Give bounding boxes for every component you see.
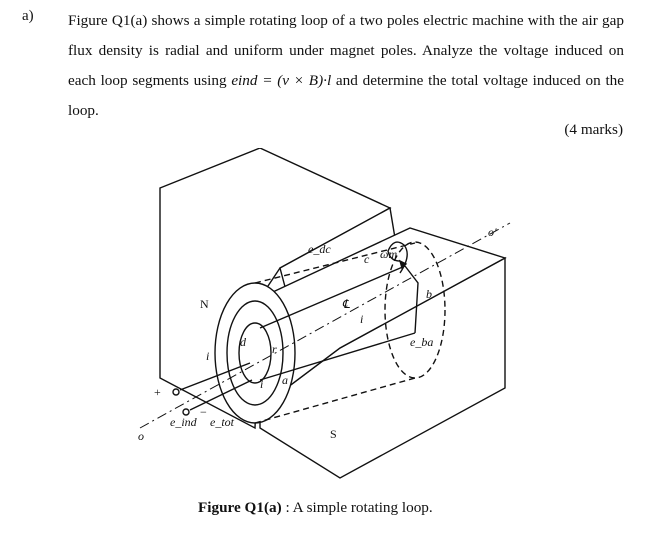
marks-label: (4 marks) [564, 121, 623, 138]
question-equation: eind = (v × B)·l [231, 72, 332, 89]
loop-bottom-conductor [259, 332, 416, 381]
figure-caption: Figure Q1(a) : A simple rotating loop. [198, 499, 433, 517]
o-label: o [138, 429, 144, 443]
question-text-before: Figure Q1(a) shows a simple rotating loo… [68, 12, 624, 89]
rotor-hub [238, 322, 272, 384]
current-top-label: i [360, 312, 363, 326]
a-label: a [282, 373, 288, 387]
current-mid-label: i [206, 349, 209, 363]
e-ind-label: e_ind [170, 415, 198, 429]
r-label: r [272, 342, 277, 356]
rotating-loop-figure: N S e_dc c ωm b ℄ i e_ba d r i i a o′ o … [110, 147, 530, 488]
north-label: N [200, 297, 209, 311]
omega-label: ωm [380, 247, 397, 261]
question-text: Figure Q1(a) shows a simple rotating loo… [68, 6, 624, 126]
loop-top-conductor [259, 265, 406, 329]
south-label: S [330, 427, 337, 441]
question-text-after: and determine the total voltage induced … [68, 72, 624, 119]
question-label: a) [22, 8, 34, 24]
plus-label: + [154, 385, 161, 399]
caption-rest: : A simple rotating loop. [281, 499, 433, 516]
rotating-loop-diagram: N S e_dc c ωm b ℄ i e_ba d r i i a o′ o … [138, 147, 511, 479]
current-low-label: i [260, 377, 263, 391]
terminal-minus [182, 408, 190, 416]
rotor-bottom-edge [254, 377, 416, 424]
rotor-top-edge [254, 242, 416, 284]
terminal-plus [172, 388, 180, 396]
o-prime-label: o′ [488, 225, 497, 239]
rotation-arrow [387, 241, 408, 274]
lead-minus [189, 379, 253, 411]
e-tot-label: e_tot [210, 415, 235, 429]
axis-label: ℄ [342, 297, 350, 311]
rotor-inner-ring [226, 300, 284, 406]
loop-end-bc [404, 265, 419, 334]
caption-bold: Figure Q1(a) [198, 499, 282, 516]
c-label: c [364, 252, 370, 266]
e-dc-label: e_dc [308, 242, 331, 256]
rotor-far-end [384, 241, 446, 379]
minus-label: − [200, 405, 207, 419]
b-label: b [426, 287, 432, 301]
rotation-arrowhead [398, 259, 408, 270]
lead-plus [179, 362, 251, 391]
d-label: d [240, 335, 247, 349]
e-ba-label: e_ba [410, 335, 433, 349]
